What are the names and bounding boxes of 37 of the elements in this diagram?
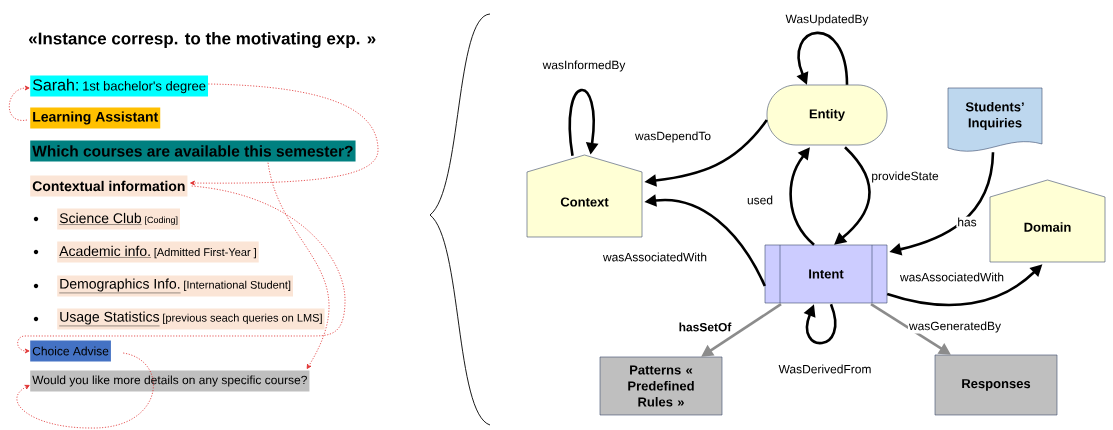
list-item: Usage Statistics [previous seach queries on LMS] [57, 308, 325, 330]
edge-label: wasDependTo [634, 130, 713, 144]
highlighted-text: Learning Assistant [30, 107, 161, 129]
highlighted-text: Choice Advise [30, 340, 111, 362]
edge-label: hasSetOf [677, 321, 733, 333]
edge-label: WasUpdatedBy [784, 13, 870, 27]
edge-label: used [746, 194, 774, 206]
edge-label: wasInformedBy [541, 59, 627, 73]
highlighted-text: Which courses are available this semester? [30, 140, 356, 162]
title: «Instance corresp. to the motivating exp. » [29, 32, 376, 48]
pentagon-box: Context [526, 154, 643, 238]
arrow [16, 352, 154, 429]
arrow [834, 146, 871, 245]
arrow [8, 85, 30, 121]
arrow [803, 303, 837, 345]
highlighted-text: Would you like more details on any specific course? [30, 370, 310, 392]
process-box: Responses [934, 354, 1058, 416]
edge-label: wasAssociatedWith [899, 271, 1005, 283]
highlighted-text: Sarah: 1st bachelor's degree [30, 75, 209, 97]
document-box: Students’ Inquiries [947, 87, 1043, 152]
list-item: Science Club [Coding] [57, 208, 180, 230]
highlighted-text: Contextual information [30, 175, 188, 197]
arrow [267, 162, 330, 369]
edge-label: provideState [870, 170, 940, 184]
process-box: Patterns « Predefined Rules » [599, 356, 723, 416]
list-item: Academic info. [Admitted First-Year ] [57, 241, 259, 263]
rounded-box: Entity [766, 84, 888, 146]
arrow [190, 83, 379, 186]
pentagon-box: Domain [989, 179, 1106, 263]
edge-label: wasGeneratedBy [908, 320, 1002, 334]
process-box: Intent [764, 244, 888, 304]
list-item: Demographics Info. [International Student] [57, 275, 293, 297]
edge-label: wasAssociatedWith [602, 251, 708, 263]
edge-label: has [956, 216, 978, 228]
arrow [17, 185, 346, 354]
edge-label: WasDerivedFrom [777, 363, 873, 375]
arrow [568, 89, 599, 156]
